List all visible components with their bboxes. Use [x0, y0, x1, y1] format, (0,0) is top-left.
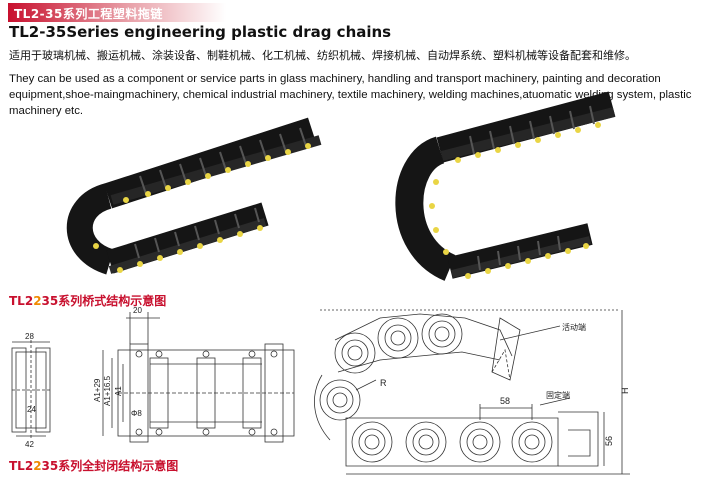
dim-a1-plus-16-5: A1+16.5 [103, 375, 112, 406]
product-title: TL2-35Series engineering plastic drag ch… [9, 23, 392, 41]
bridge-structure-label: TL2235系列桥式结构示意图 [9, 294, 167, 308]
dim-phi8: Φ8 [131, 409, 142, 418]
bridge-structure-drawing [11, 312, 295, 443]
dim-24: 24 [27, 405, 36, 414]
dim-42: 42 [25, 440, 34, 449]
series-banner: TL2-35系列工程塑料拖链 [8, 3, 226, 22]
chain-bending-drawing [314, 309, 630, 475]
description-english: They can be used as a component or servi… [9, 73, 692, 117]
dim-20: 20 [133, 306, 142, 315]
dim-h: H [620, 388, 630, 395]
closed-structure-label: TL2235系列全封闭结构示意图 [9, 459, 179, 473]
dim-a1: A1 [114, 386, 123, 396]
label-moving-end: 活动端 [562, 322, 586, 332]
label-fixed-end: 固定端 [546, 390, 570, 400]
dim-28: 28 [25, 332, 34, 341]
drag-chain-photo-left [66, 117, 322, 275]
dim-r: R [380, 378, 387, 388]
dim-a1-plus-29: A1+29 [93, 378, 102, 402]
dim-58: 58 [500, 396, 510, 406]
lower-link-row [345, 411, 599, 467]
description-chinese: 适用于玻璃机械、搬运机械、涂装设备、制鞋机械、化工机械、纺织机械、焊接机械、自动… [9, 49, 636, 62]
drag-chain-photo-right [395, 91, 616, 281]
dim-56: 56 [604, 436, 614, 446]
upper-link-row [334, 313, 521, 381]
series-banner-text: TL2-35系列工程塑料拖链 [14, 7, 163, 21]
